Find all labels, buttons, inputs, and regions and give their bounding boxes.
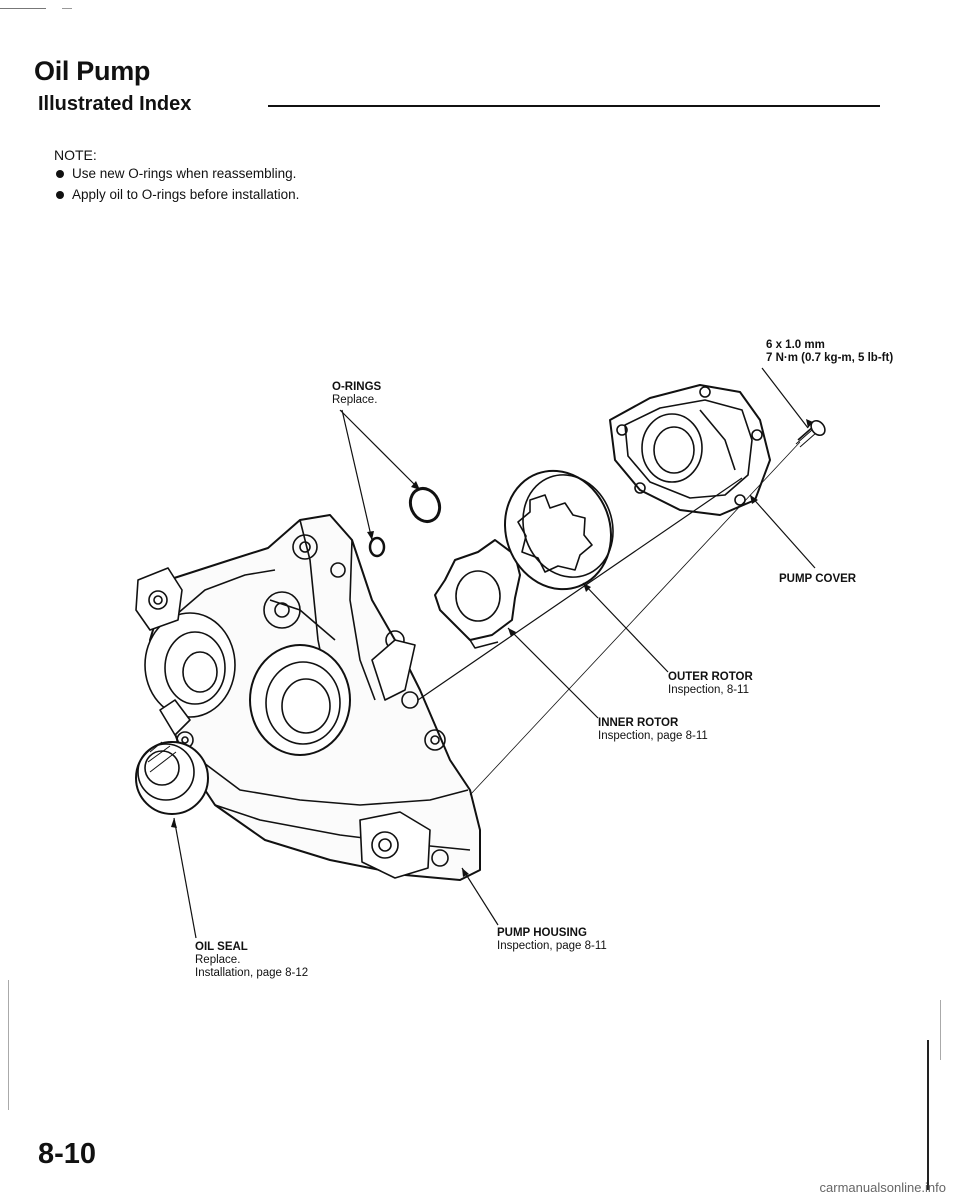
scan-mark [62,8,72,9]
oil-seal-reference: Installation, page 8-12 [195,967,309,979]
inner-rotor-note: Inspection, page 8-11 [598,730,708,742]
pump-cover-name: PUMP COVER [779,573,857,585]
note-heading: NOTE: [54,147,97,163]
section-subtitle: Illustrated Index [38,93,192,115]
bolt-drawing [795,419,826,448]
inner-rotor-label: INNER ROTOR Inspection, page 8-11 [598,717,708,743]
pump-cover-label: PUMP COVER [779,573,856,586]
note-list: Use new O-rings when reassembling. Apply… [56,166,299,208]
scan-margin-line [8,980,9,1110]
o-rings-name: O-RINGS [332,381,382,393]
arrow-heads [171,419,813,877]
outer-rotor-label: OUTER ROTOR Inspection, 8-11 [668,671,753,697]
o-rings-note: Replace. [332,394,378,406]
o-rings-label: O-RINGS Replace. [332,381,381,407]
note-text: Use new O-rings when reassembling. [72,166,297,181]
o-ring-small-drawing [368,536,386,558]
oil-seal-label: OIL SEAL Replace. Installation, page 8-1… [195,941,308,980]
bolt-size: 6 x 1.0 mm [766,339,825,351]
note-text: Apply oil to O-rings before installation… [72,187,300,202]
outer-rotor-note: Inspection, 8-11 [668,684,749,696]
inner-rotor-drawing [434,539,521,649]
watermark: carmanualsonline.info [819,1180,946,1195]
pump-housing-note: Inspection, page 8-11 [497,940,607,952]
leader-lines [173,367,816,939]
oil-seal-drawing [135,741,209,815]
pump-cover-drawing [609,384,771,516]
oil-seal-name: OIL SEAL [195,941,248,953]
inner-rotor-name: INNER ROTOR [598,717,679,729]
pump-housing-name: PUMP HOUSING [497,927,587,939]
bolt-spec-label: 6 x 1.0 mm 7 N·m (0.7 kg-m, 5 lb-ft) [766,339,893,365]
bullet-icon [56,169,64,178]
pump-housing-label: PUMP HOUSING Inspection, page 8-11 [497,927,607,953]
o-ring-large-drawing [408,486,442,524]
oil-seal-note: Replace. [195,954,241,966]
title-rule [268,105,880,107]
bolt-torque: 7 N·m (0.7 kg-m, 5 lb-ft) [766,352,894,364]
scan-margin-line [940,1000,941,1060]
page-title: Oil Pump [34,56,151,86]
outer-rotor-name: OUTER ROTOR [668,671,753,683]
note-item: Apply oil to O-rings before installation… [56,187,299,202]
outer-rotor-drawing [504,469,614,591]
pump-housing-drawing [135,514,481,881]
scan-margin-line [927,1040,929,1190]
scan-mark [0,8,46,9]
note-item: Use new O-rings when reassembling. [56,166,299,181]
page-number: 8-10 [38,1138,97,1170]
bullet-icon [56,190,64,199]
